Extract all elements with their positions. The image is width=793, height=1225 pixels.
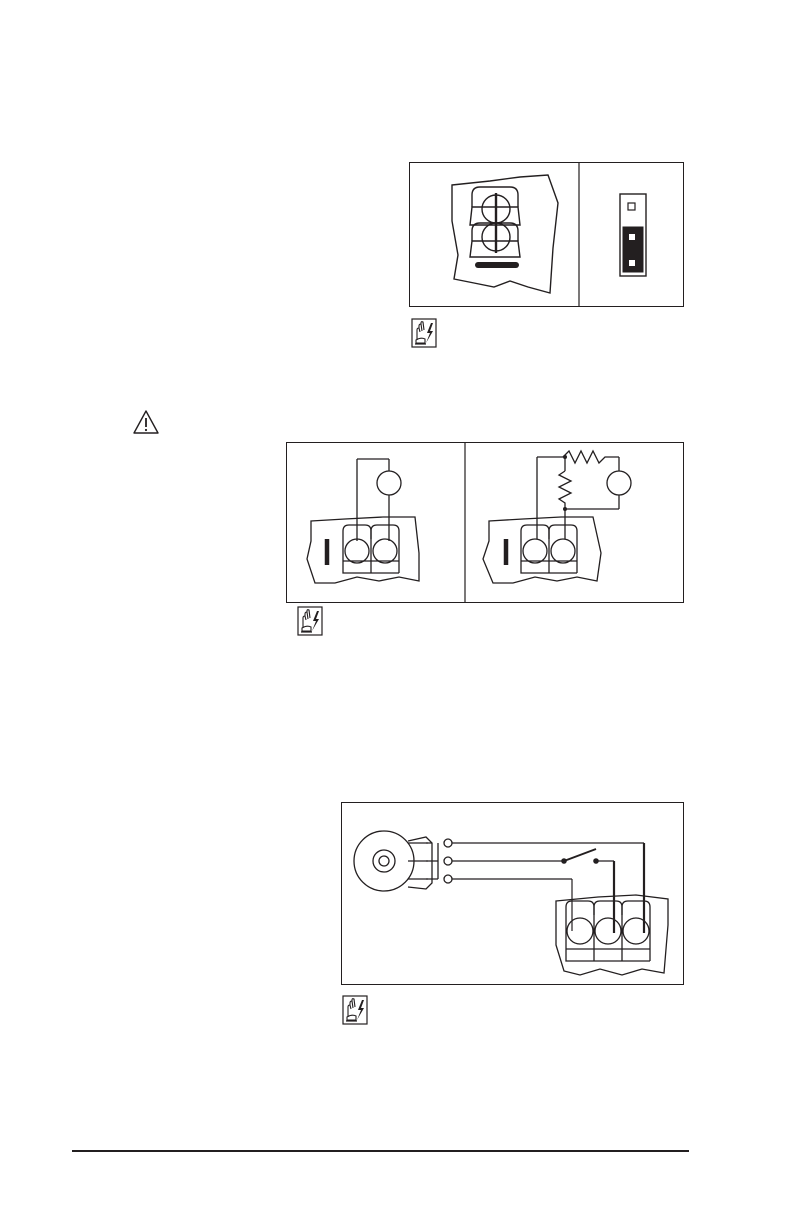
resistor-wiring-figure bbox=[286, 442, 684, 603]
jumper-figure bbox=[409, 162, 684, 307]
resistor-vertical bbox=[559, 471, 571, 539]
wires bbox=[452, 843, 644, 931]
round-device bbox=[354, 831, 452, 891]
warning-triangle-icon bbox=[132, 409, 160, 435]
resistor-wiring-panel bbox=[483, 451, 631, 583]
electrical-hazard-hand-icon bbox=[297, 606, 323, 636]
direct-wiring-panel bbox=[307, 459, 419, 583]
footer-rule bbox=[72, 1150, 689, 1152]
two-screw-terminal-block bbox=[452, 175, 558, 293]
three-screw-terminal-block bbox=[556, 895, 668, 975]
circle-component bbox=[377, 471, 401, 495]
electrical-hazard-hand-icon bbox=[411, 318, 437, 348]
motor-switch-figure bbox=[341, 802, 684, 985]
electrical-hazard-hand-icon bbox=[342, 995, 368, 1025]
circle-component bbox=[607, 471, 631, 495]
three-pin-jumper-header bbox=[620, 194, 646, 276]
resistor-top bbox=[563, 451, 619, 463]
